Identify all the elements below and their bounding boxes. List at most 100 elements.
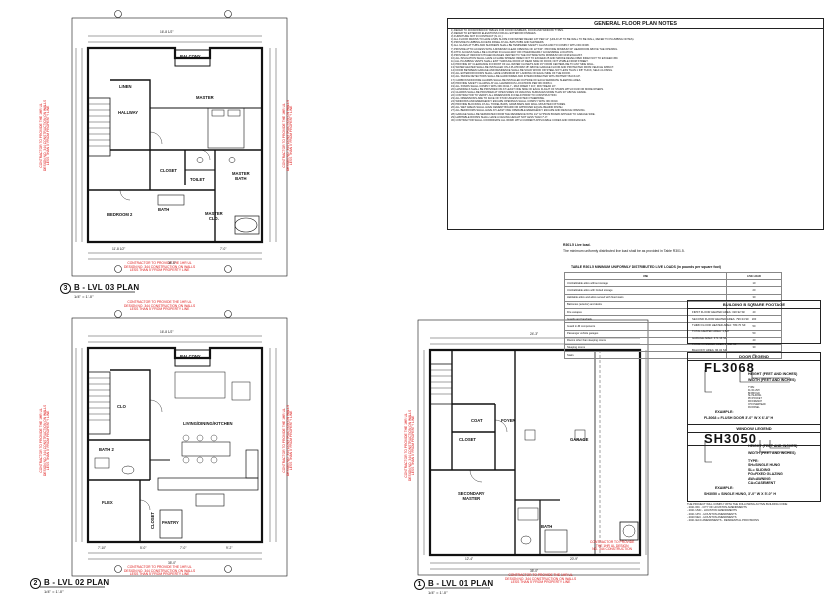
general-note-line: 5) PROVIDE PLUMBING ACCESS PANEL AT ALL … <box>451 41 545 45</box>
dim-overall-lvl02: 35'-0" <box>168 561 177 565</box>
live-load-value-cell: 200 <box>726 315 782 324</box>
dim-bottom-a-lvl03: 11'-8 1/2" <box>112 247 126 251</box>
room-hallway: HALLWAY <box>118 110 139 115</box>
general-note-line: 30) CONTRACTOR SHALL COORDINATE ALL WORK… <box>451 118 587 122</box>
general-floor-plan-notes: GENERAL FLOOR PLAN NOTES 1) REFER TO DOO… <box>447 18 824 230</box>
lvl01-plan-title: B - LVL 01 PLAN <box>428 579 494 588</box>
general-notes-list: 1) REFER TO DOOR/WINDOW TABLES FOR DOOR … <box>448 29 823 122</box>
room-master-bath: MASTER BATH <box>232 171 250 181</box>
lvl02-plan-number: 2 <box>30 578 41 589</box>
window-legend-title: WINDOW LEGEND <box>688 425 820 433</box>
window-type-line: SL= SLIDING <box>748 467 771 472</box>
live-load-use-cell: Uninhabitable attics without storage <box>564 279 727 288</box>
room-bath-lvl01: BATH <box>541 524 553 529</box>
window-type-line: FG=FIXED GLAZING <box>748 472 783 477</box>
general-note-line: 18) PROVIDE SAFETY GLAZING AT ALL HAZARD… <box>451 81 553 85</box>
general-note-line: 1) REFER TO DOOR/WINDOW TABLES FOR DOOR … <box>451 29 564 32</box>
door-type-line: OH=OVERHEAD <box>748 403 766 406</box>
live-load-col-load: LIVE LOAD <box>726 271 782 281</box>
live-load-value-cell: 50 <box>726 329 782 338</box>
general-note-line: 27) ALL BEDROOMS SHALL HAVE AT LEAST ONE… <box>451 109 586 113</box>
square-footage-line: SECOND FLOOR HEATED AREA: 796.34 SF <box>692 316 749 321</box>
square-footage-title: BUILDING B SQUARE FOOTAGE <box>688 301 820 309</box>
general-note-line: 21) GUARDS SHALL BE PROVIDED AT OPEN SID… <box>451 90 587 94</box>
table-row: Uninhabitable attics with limited storag… <box>564 286 782 295</box>
dim-bottom-a-lvl01: 12'-4" <box>465 557 474 561</box>
door-type-line: FL=FLUSH <box>748 389 760 392</box>
room-clo: CLO <box>117 404 126 409</box>
square-footage-line: BALCONY AREA: 96.34 SF <box>692 348 727 353</box>
square-footage-line: GARAGE AREA: 471.16 SF <box>692 335 727 340</box>
room-bath-lvl03: BATH <box>158 207 170 212</box>
lvl03-plan-drawing <box>70 10 288 293</box>
live-load-value-cell: 10 <box>726 279 782 288</box>
door-type-line: PA=PANEL <box>748 406 760 409</box>
window-type-line: SH=SINGLE HUNG <box>748 463 781 468</box>
room-bath-2: BATH 2 <box>99 447 114 452</box>
room-foyer: FOYER <box>501 418 516 423</box>
window-legend-box: WINDOW LEGEND <box>687 424 821 502</box>
dim-bottom-a-lvl02: 7'-10" <box>98 546 107 550</box>
general-note-line: 3) FURNITURE NOT IN CONTRACT (N.I.C.) <box>451 35 503 39</box>
general-note-line: 10) ALL INSULATION SHALL HAVE A FLAME SP… <box>451 56 619 60</box>
dim-overall-lvl01: 35'-0" <box>530 569 539 573</box>
door-legend-example: FL3068 = FLUSH DOOR 3'-0" W X 6'-8" H <box>704 416 774 420</box>
general-note-line: 29) HABITABLE ROOMS SHALL HAVE A CEILING… <box>451 115 549 119</box>
live-load-value-cell: 20 <box>726 286 782 295</box>
dim-bottom-c-lvl02: 7'-0" <box>180 546 187 550</box>
live-load-use-cell: Uninhabitable attics with limited storag… <box>564 286 727 295</box>
door-legend-title: DOOR LEGEND <box>688 353 820 361</box>
dim-bottom-d-lvl02: 9'-2" <box>226 546 233 550</box>
general-note-line: 7) PROVIDE ATTIC ACCESS WITH A MINIMUM C… <box>451 47 618 51</box>
dim-bottom-b-lvl02: 5'-0" <box>140 546 147 550</box>
fire-wall-note-lvl03-bottom: CONTRACTOR TO PROVIDE THE 1HR UL DESIGN … <box>124 261 196 273</box>
room-garage: GARAGE <box>570 437 589 442</box>
window-legend-height: HEIGHT (FEET AND INCHES) <box>748 444 798 448</box>
room-flex: FLEX <box>102 500 113 505</box>
compliance-line: THE PROJECT WILL COMPLY WITH THE FOLLOWI… <box>687 503 788 506</box>
fire-wall-note-lvl01-garage: CONTRACTOR TO PROVIDE THE 1HR UL DESIGN … <box>590 540 635 552</box>
live-load-table-title: TABLE R301.5 MINIMUM UNIFORMLY DISTRIBUT… <box>571 265 721 269</box>
square-footage-line: THIRD FLOOR HEATED AREA: 780.70 SF <box>692 322 746 327</box>
door-legend-example-label: EXAMPLE: <box>715 410 734 414</box>
fire-wall-note-lvl01-left: CONTRACTOR TO PROVIDE THE 1HR UL DESIGN … <box>404 409 416 481</box>
square-footage-line: TOTAL COVERED AREA: 2,368 SF <box>692 342 737 347</box>
room-coat: COAT <box>471 418 483 423</box>
door-type-line: FR=FRENCH <box>748 400 762 403</box>
live-load-section: R301.5 Live load. The minimum uniformly … <box>563 243 685 253</box>
door-type-line: TYPE: <box>748 387 755 389</box>
window-legend-example: SH3050 = SINGLE HUNG, 3'-0" W X 5'-0" H <box>704 492 776 496</box>
general-note-line: 15) ALL EXTERIOR DOORS SHALL HAVE A MINI… <box>451 72 571 76</box>
room-toilet: TOILET <box>190 177 205 182</box>
room-balcony-lvl03: BALCONY <box>180 54 201 59</box>
general-note-line: 14) DOOR BETWEEN GARAGE AND RESIDENCE SH… <box>451 69 613 73</box>
general-note-line: 25) PROVIDE BLOCKING AT ALL TOWEL BARS, … <box>451 103 566 107</box>
dim-top-lvl03: 16'-8 1/2" <box>160 30 174 34</box>
general-note-line: 22) CONTRACTOR TO VERIFY ALL DIMENSIONS … <box>451 93 558 97</box>
room-linen: LINEN <box>119 84 132 89</box>
general-note-line: 13) WATER HEATER SHALL BE INSTALLED ON A… <box>451 66 614 70</box>
general-note-line: 26) ALL WET AREAS SHALL HAVE CEMENT BOAR… <box>451 106 564 110</box>
room-balcony-lvl02: BALCONY <box>180 354 201 359</box>
door-legend-box: DOOR LEGEND <box>687 352 821 446</box>
general-note-line: 23) ALL DIMENSIONS ARE TO FACE OF STUD U… <box>451 97 545 101</box>
general-note-line: 16) ALL SMOKE DETECTORS SHALL BE HARD WI… <box>451 75 581 79</box>
lvl01-plan-scale: 1/4" = 1'-0" <box>428 590 448 595</box>
compliance-line: - 2021 IRC - CITY OF HOUSTON AMENDMENTS <box>687 506 747 510</box>
compliance-line: - 2021 UMC - HOUSTON AMENDMENTS <box>687 509 737 513</box>
general-note-line: 17) CARBON MONOXIDE ALARMS SHALL BE INST… <box>451 78 582 82</box>
lvl01-plan-number: 1 <box>414 579 425 590</box>
room-secondary-master: SECONDARY MASTER <box>458 491 485 501</box>
lvl03-plan-scale: 1/4" = 1'-0" <box>74 294 94 299</box>
room-closet-lvl03: CLOSET <box>160 168 177 173</box>
door-legend-height: HEIGHT (FEET AND INCHES) <box>748 372 798 376</box>
room-bedroom-2: BEDROOM 2 <box>107 212 133 217</box>
live-load-heading: R301.5 Live load. <box>563 243 591 247</box>
room-living-dining-kitchen: LIVING/DINING/KITCHEN <box>183 421 233 426</box>
